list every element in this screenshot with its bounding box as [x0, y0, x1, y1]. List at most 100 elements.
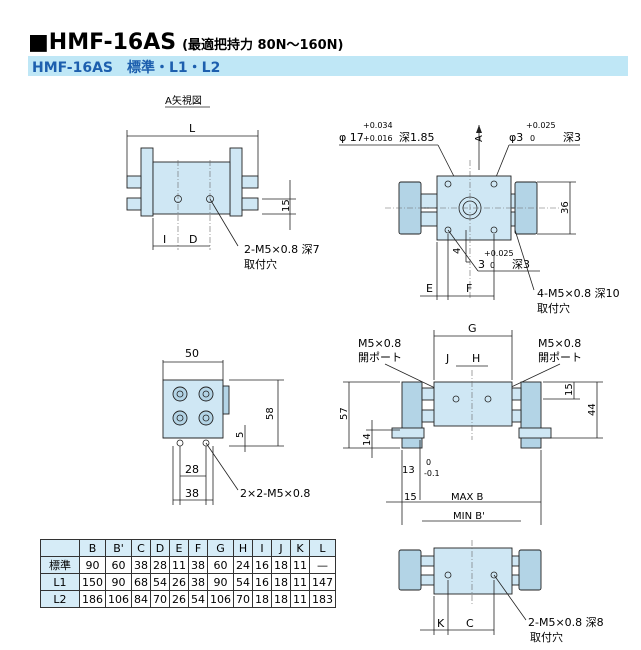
side-body: [162, 379, 224, 439]
rod-right-2: [241, 197, 259, 211]
dim-13-tol-minus: -0.1: [424, 469, 440, 478]
jaw-left: [140, 147, 154, 217]
rod-right: [241, 175, 259, 189]
port-left-label: 開ポート: [358, 351, 402, 364]
jaw-foot-right: [518, 427, 552, 439]
gripper-body: [152, 161, 231, 215]
pin-bottom-depth: 深3: [512, 258, 530, 271]
table-cell: 18: [252, 590, 272, 608]
side-hole-note: 2×2-M5×0.8: [240, 487, 310, 500]
dim-13-tol-0: 0: [426, 458, 431, 467]
table-row: L2 186 106 84 70 26 54 106 70 18 18 11 1…: [40, 590, 336, 608]
table-header-cell: I: [252, 539, 272, 557]
hole-note-spec: 2-M5×0.8 深7: [244, 243, 320, 256]
table-cell: 54: [233, 573, 253, 591]
view-a: A矢視図 L I D 15 2-M5×0.8 深7 取付穴: [126, 94, 320, 271]
dim-i: I: [163, 233, 166, 246]
dim-15: 15: [281, 199, 292, 212]
dim-h: H: [472, 352, 480, 365]
bore-phi: φ 17: [339, 131, 364, 144]
table-header-cell: B: [79, 539, 106, 557]
front-body: [433, 381, 513, 427]
port-right-label: 開ポート: [538, 351, 582, 364]
leader: [493, 574, 527, 621]
dimension-table: B B' C D E F G H I J K L 標準 90 60 38 28 …: [40, 539, 336, 608]
table-header-cell: E: [169, 539, 189, 557]
pin-hole: [490, 180, 498, 188]
dim-38: 38: [185, 487, 199, 500]
end-cap-left: [398, 549, 422, 591]
table-cell: 106: [207, 590, 234, 608]
table-header-cell: G: [207, 539, 234, 557]
dim-min-b: MIN B': [453, 511, 485, 522]
view-front: G M5×0.8 開ポート M5×0.8 開ポート J H 57 14: [339, 322, 603, 525]
mount-hole: [444, 571, 452, 579]
table-cell: 18: [271, 590, 291, 608]
jaw-right: [229, 147, 243, 217]
dim-4: 4: [452, 248, 463, 254]
end-cap-right: [518, 549, 542, 591]
table-header-row: B B' C D E F G H I J K L: [40, 539, 336, 557]
jaw-foot-left: [391, 427, 425, 439]
table-cell: 60: [207, 556, 234, 574]
table-cell: 11: [290, 590, 310, 608]
dim-c: C: [466, 617, 474, 630]
bore-depth: 深1.85: [399, 131, 435, 144]
dim-5: 5: [235, 432, 246, 438]
table-header-cell: F: [188, 539, 208, 557]
table-header-cell: B': [105, 539, 132, 557]
table-cell: 11: [290, 556, 310, 574]
table-cell: 11: [169, 556, 189, 574]
view-bottom: K C 2-M5×0.8 深8 取付穴: [398, 540, 604, 644]
rod-end: [172, 410, 188, 426]
pin-top-phi: φ3: [509, 131, 523, 144]
table-cell: 183: [309, 590, 336, 608]
table-header-cell: C: [131, 539, 151, 557]
table-cell: 70: [233, 590, 253, 608]
table-cell: 54: [150, 573, 170, 591]
table-header-cell: [40, 539, 80, 557]
pin-bottom-tol-minus: 0: [490, 261, 495, 270]
bore-tol-plus: +0.034: [363, 121, 393, 130]
table-cell: 18: [271, 556, 291, 574]
table-cell: 186: [79, 590, 106, 608]
side-flange: [222, 385, 230, 415]
arrow-a-head: [476, 125, 482, 133]
rod-left-2: [126, 197, 142, 211]
dim-15-h: 15: [404, 492, 417, 503]
leader: [514, 229, 535, 291]
table-cell: 24: [233, 556, 253, 574]
dim-28: 28: [185, 463, 199, 476]
dim-50: 50: [185, 347, 199, 360]
dim-max-b: MAX B: [451, 492, 483, 503]
table-cell: 90: [105, 573, 132, 591]
table-cell: 68: [131, 573, 151, 591]
rod-end-inner: [176, 390, 184, 398]
port-hole: [484, 395, 492, 403]
port-right-spec: M5×0.8: [538, 337, 581, 350]
table-cell: 60: [105, 556, 132, 574]
table-cell: 標準: [40, 556, 80, 574]
table-cell: 38: [131, 556, 151, 574]
dim-58: 58: [265, 407, 276, 420]
table-cell: 11: [290, 573, 310, 591]
table-cell: 16: [252, 573, 272, 591]
pin-hole: [490, 226, 498, 234]
dim-13: 13: [402, 465, 415, 476]
dim-f: F: [466, 282, 472, 295]
table-cell: 38: [188, 556, 208, 574]
dim-e: E: [426, 282, 433, 295]
view-side: 50 58 5 28 38 2×2-M5×0.8: [162, 347, 310, 505]
page-title: ■HMF-16AS(最適把持力 80N〜160N): [28, 30, 343, 55]
table-cell: 84: [131, 590, 151, 608]
view-a-label: A矢視図: [165, 94, 202, 107]
rod-end-inner: [176, 414, 184, 422]
rod-end: [172, 386, 188, 402]
table-cell: —: [309, 556, 336, 574]
hole-note-spec-3: 2-M5×0.8 深8: [528, 616, 604, 629]
table-cell: 150: [79, 573, 106, 591]
table-cell: 28: [150, 556, 170, 574]
leader: [209, 198, 239, 247]
rod-end-inner: [202, 390, 210, 398]
